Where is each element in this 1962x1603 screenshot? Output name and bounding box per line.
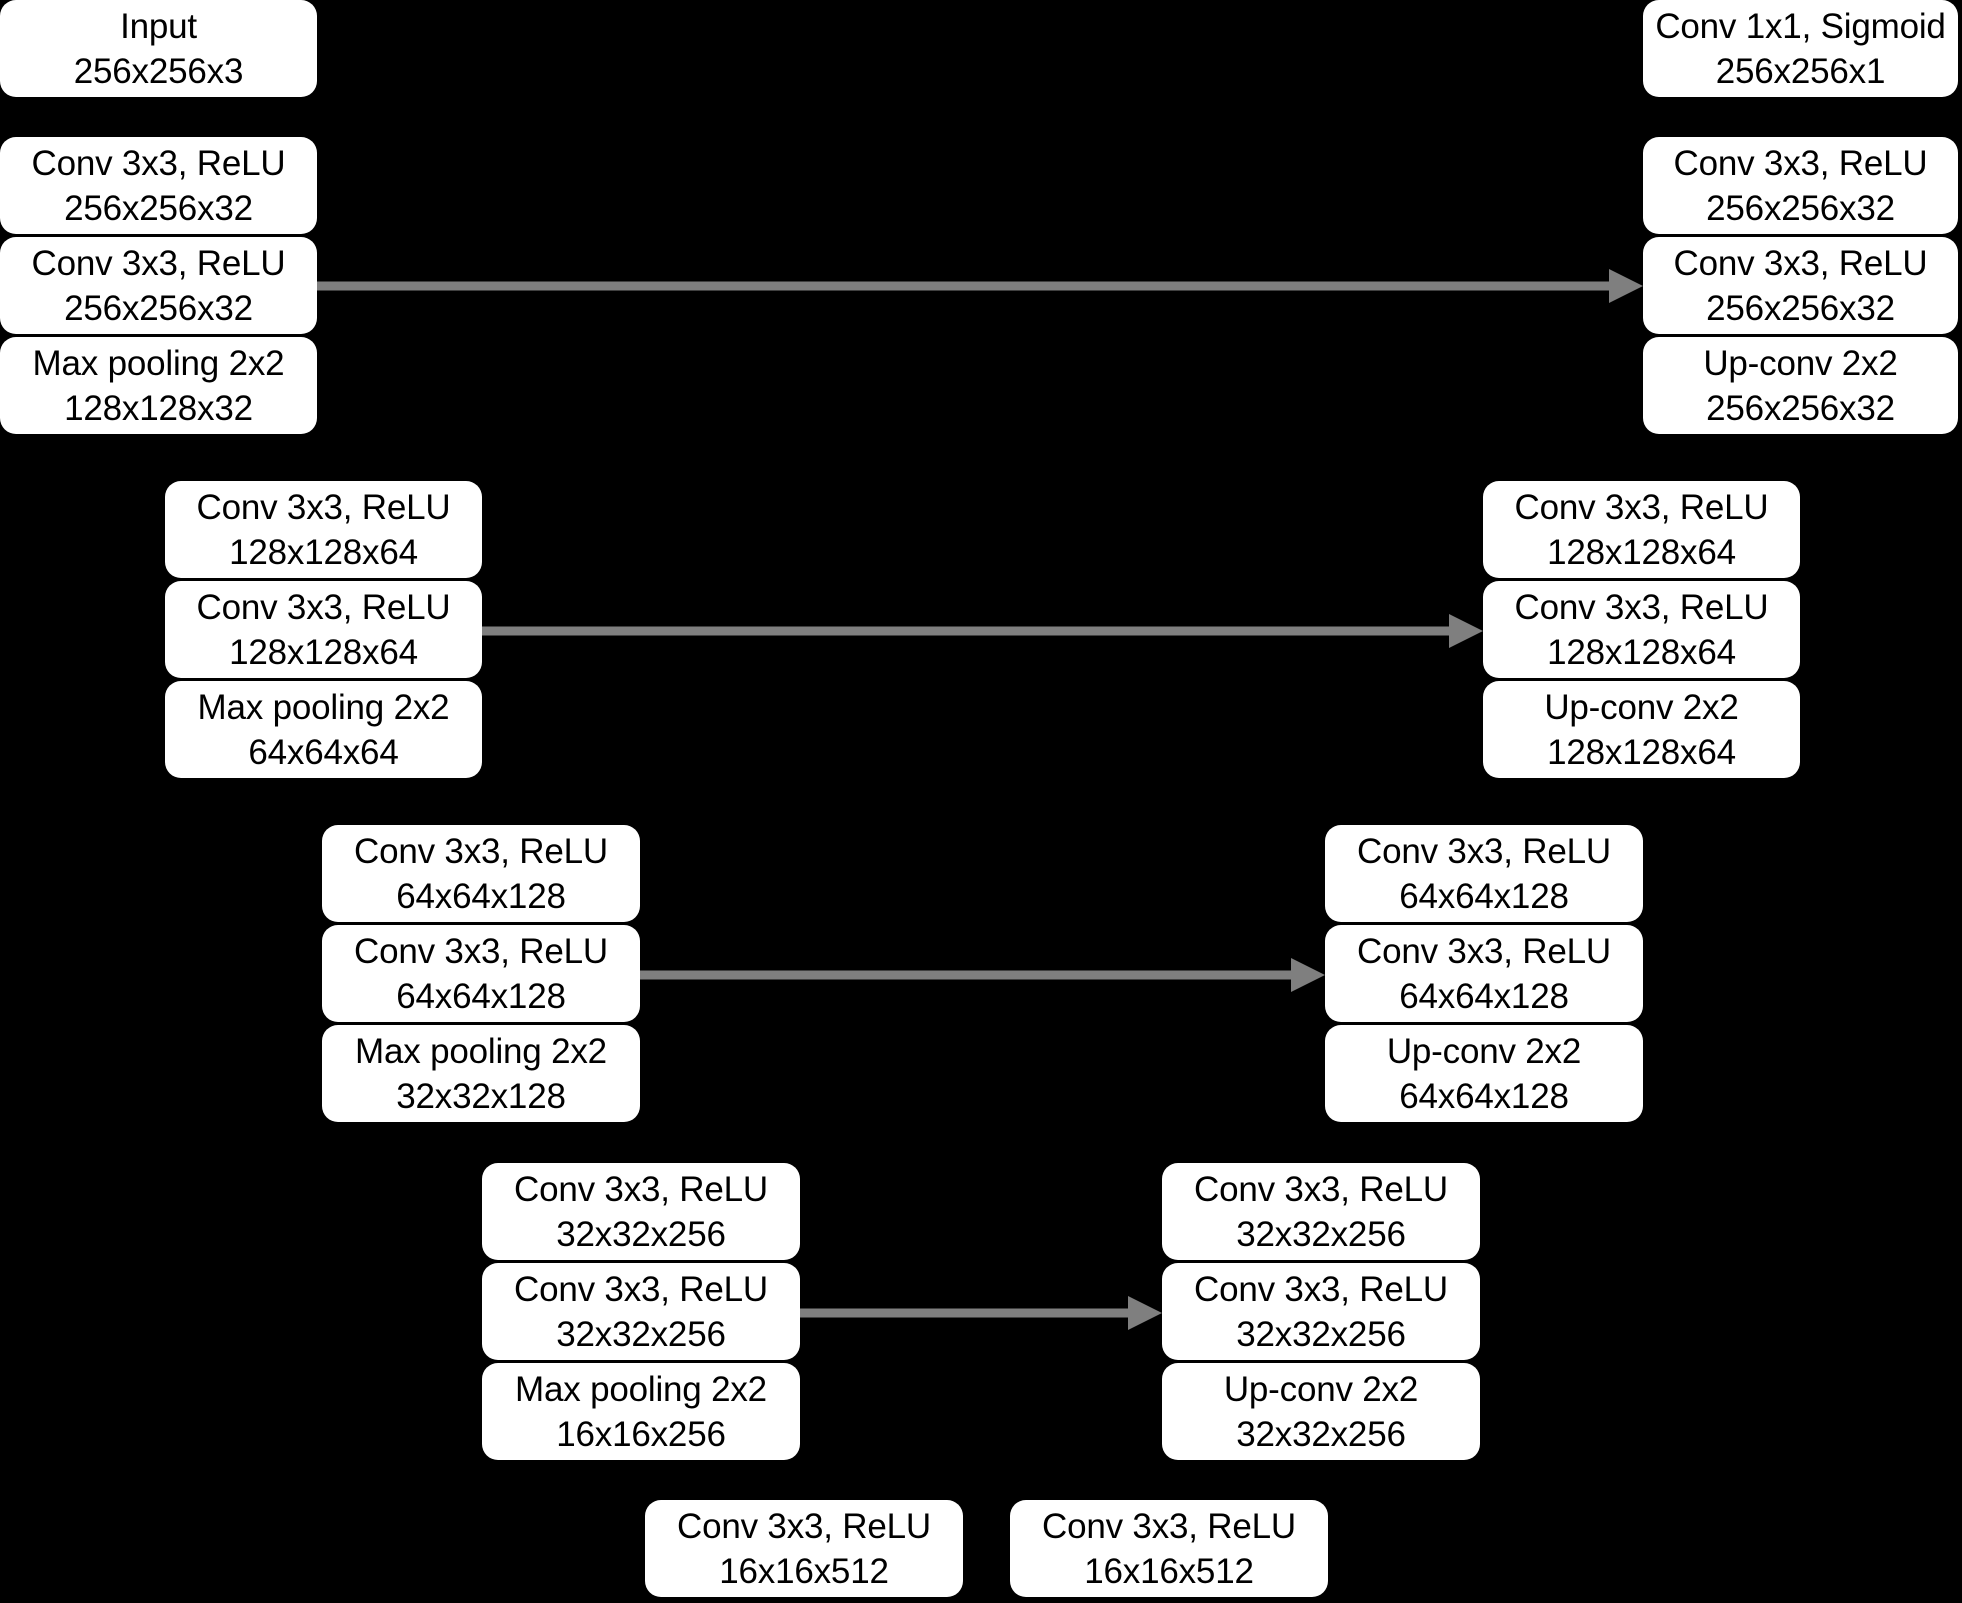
node-enc4-conv1[interactable]: Conv 3x3, ReLU 32x32x256 xyxy=(482,1163,800,1260)
node-dec1-conv2[interactable]: Conv 3x3, ReLU 256x256x32 xyxy=(1643,237,1958,334)
node-output-line2: 256x256x1 xyxy=(1715,51,1886,91)
node-dec4-upconv[interactable]: Up-conv 2x2 32x32x256 xyxy=(1162,1363,1480,1460)
node-enc2-conv2-line1: Conv 3x3, ReLU xyxy=(196,587,451,627)
node-enc2-maxpool-line2: 64x64x64 xyxy=(248,732,399,772)
node-dec1-upconv[interactable]: Up-conv 2x2 256x256x32 xyxy=(1643,337,1958,434)
node-input-line2: 256x256x3 xyxy=(73,51,244,91)
skip-arrow-shaft-level-4 xyxy=(800,1308,1128,1318)
node-output[interactable]: Conv 1x1, Sigmoid 256x256x1 xyxy=(1643,0,1958,97)
node-enc3-conv2-line2: 64x64x128 xyxy=(396,976,566,1016)
node-dec3-conv1-line2: 64x64x128 xyxy=(1399,876,1569,916)
node-dec1-conv1[interactable]: Conv 3x3, ReLU 256x256x32 xyxy=(1643,137,1958,234)
node-bottleneck-conv2[interactable]: Conv 3x3, ReLU 16x16x512 xyxy=(1010,1500,1328,1597)
skip-arrow-shaft-level-3 xyxy=(640,970,1291,980)
node-bottleneck-conv1[interactable]: Conv 3x3, ReLU 16x16x512 xyxy=(645,1500,963,1597)
node-input-line1: Input xyxy=(120,6,197,46)
node-dec3-conv2-line1: Conv 3x3, ReLU xyxy=(1357,931,1611,971)
skip-connection-arrow-level-3 xyxy=(640,957,1325,993)
node-dec4-upconv-line1: Up-conv 2x2 xyxy=(1223,1369,1419,1409)
node-dec2-conv1-line1: Conv 3x3, ReLU xyxy=(1514,487,1769,527)
node-bottleneck-conv1-line1: Conv 3x3, ReLU xyxy=(677,1506,931,1546)
skip-arrow-head-level-2 xyxy=(1449,614,1483,648)
node-enc4-conv2[interactable]: Conv 3x3, ReLU 32x32x256 xyxy=(482,1263,800,1360)
node-enc2-maxpool-line1: Max pooling 2x2 xyxy=(197,687,450,727)
skip-connection-arrow-level-1 xyxy=(317,268,1643,304)
node-enc2-conv1-line2: 128x128x64 xyxy=(229,532,418,572)
node-enc4-maxpool[interactable]: Max pooling 2x2 16x16x256 xyxy=(482,1363,800,1460)
node-bottleneck-conv2-line2: 16x16x512 xyxy=(1084,1551,1254,1591)
node-dec1-upconv-line1: Up-conv 2x2 xyxy=(1703,343,1898,383)
node-dec2-conv2-line2: 128x128x64 xyxy=(1547,632,1736,672)
node-dec2-conv2-line1: Conv 3x3, ReLU xyxy=(1514,587,1769,627)
node-enc1-maxpool[interactable]: Max pooling 2x2 128x128x32 xyxy=(0,337,317,434)
node-enc1-maxpool-line2: 128x128x32 xyxy=(64,388,253,428)
node-enc3-maxpool-line1: Max pooling 2x2 xyxy=(355,1031,607,1071)
node-enc4-conv2-line1: Conv 3x3, ReLU xyxy=(514,1269,768,1309)
node-enc2-conv2[interactable]: Conv 3x3, ReLU 128x128x64 xyxy=(165,581,482,678)
node-output-line1: Conv 1x1, Sigmoid xyxy=(1655,6,1946,46)
node-enc3-conv1-line1: Conv 3x3, ReLU xyxy=(354,831,608,871)
node-dec1-conv2-line2: 256x256x32 xyxy=(1706,288,1895,328)
node-enc4-maxpool-line2: 16x16x256 xyxy=(556,1414,726,1454)
node-dec4-conv1-line1: Conv 3x3, ReLU xyxy=(1194,1169,1448,1209)
node-enc2-conv2-line2: 128x128x64 xyxy=(229,632,418,672)
node-dec4-conv1[interactable]: Conv 3x3, ReLU 32x32x256 xyxy=(1162,1163,1480,1260)
skip-connection-arrow-level-2 xyxy=(482,613,1483,649)
skip-arrow-shaft-level-2 xyxy=(482,626,1449,636)
node-enc1-conv1[interactable]: Conv 3x3, ReLU 256x256x32 xyxy=(0,137,317,234)
node-dec1-conv1-line2: 256x256x32 xyxy=(1706,188,1895,228)
node-enc1-conv2-line1: Conv 3x3, ReLU xyxy=(31,243,286,283)
node-dec2-upconv-line1: Up-conv 2x2 xyxy=(1544,687,1739,727)
node-dec4-conv2-line1: Conv 3x3, ReLU xyxy=(1194,1269,1448,1309)
skip-arrow-head-level-3 xyxy=(1291,958,1325,992)
node-dec3-conv1[interactable]: Conv 3x3, ReLU 64x64x128 xyxy=(1325,825,1643,922)
node-dec2-upconv-line2: 128x128x64 xyxy=(1547,732,1736,772)
node-input[interactable]: Input 256x256x3 xyxy=(0,0,317,97)
node-enc3-conv2-line1: Conv 3x3, ReLU xyxy=(354,931,608,971)
node-enc2-maxpool[interactable]: Max pooling 2x2 64x64x64 xyxy=(165,681,482,778)
node-dec1-upconv-line2: 256x256x32 xyxy=(1706,388,1895,428)
node-dec2-conv1[interactable]: Conv 3x3, ReLU 128x128x64 xyxy=(1483,481,1800,578)
node-enc4-conv1-line1: Conv 3x3, ReLU xyxy=(514,1169,768,1209)
node-dec2-conv1-line2: 128x128x64 xyxy=(1547,532,1736,572)
node-dec2-upconv[interactable]: Up-conv 2x2 128x128x64 xyxy=(1483,681,1800,778)
node-enc1-conv2[interactable]: Conv 3x3, ReLU 256x256x32 xyxy=(0,237,317,334)
node-enc1-maxpool-line1: Max pooling 2x2 xyxy=(32,343,285,383)
node-enc3-conv1-line2: 64x64x128 xyxy=(396,876,566,916)
node-dec3-upconv-line1: Up-conv 2x2 xyxy=(1386,1031,1582,1071)
node-enc4-conv1-line2: 32x32x256 xyxy=(556,1214,726,1254)
node-dec3-upconv-line2: 64x64x128 xyxy=(1399,1076,1569,1116)
skip-arrow-head-level-4 xyxy=(1128,1296,1162,1330)
node-dec4-conv2[interactable]: Conv 3x3, ReLU 32x32x256 xyxy=(1162,1263,1480,1360)
node-enc1-conv1-line1: Conv 3x3, ReLU xyxy=(31,143,286,183)
skip-connection-arrow-level-4 xyxy=(800,1295,1162,1331)
node-enc2-conv1-line1: Conv 3x3, ReLU xyxy=(196,487,451,527)
node-enc3-maxpool[interactable]: Max pooling 2x2 32x32x128 xyxy=(322,1025,640,1122)
node-dec3-upconv[interactable]: Up-conv 2x2 64x64x128 xyxy=(1325,1025,1643,1122)
node-dec1-conv1-line1: Conv 3x3, ReLU xyxy=(1673,143,1928,183)
node-enc3-conv2[interactable]: Conv 3x3, ReLU 64x64x128 xyxy=(322,925,640,1022)
node-enc2-conv1[interactable]: Conv 3x3, ReLU 128x128x64 xyxy=(165,481,482,578)
node-enc3-maxpool-line2: 32x32x128 xyxy=(396,1076,566,1116)
node-dec4-conv2-line2: 32x32x256 xyxy=(1236,1314,1406,1354)
node-enc4-conv2-line2: 32x32x256 xyxy=(556,1314,726,1354)
node-enc3-conv1[interactable]: Conv 3x3, ReLU 64x64x128 xyxy=(322,825,640,922)
node-bottleneck-conv2-line1: Conv 3x3, ReLU xyxy=(1042,1506,1296,1546)
skip-arrow-shaft-level-1 xyxy=(317,281,1609,291)
node-dec1-conv2-line1: Conv 3x3, ReLU xyxy=(1673,243,1928,283)
node-dec2-conv2[interactable]: Conv 3x3, ReLU 128x128x64 xyxy=(1483,581,1800,678)
node-dec3-conv2[interactable]: Conv 3x3, ReLU 64x64x128 xyxy=(1325,925,1643,1022)
node-enc1-conv1-line2: 256x256x32 xyxy=(64,188,253,228)
node-enc4-maxpool-line1: Max pooling 2x2 xyxy=(515,1369,767,1409)
skip-arrow-head-level-1 xyxy=(1609,269,1643,303)
node-bottleneck-conv1-line2: 16x16x512 xyxy=(719,1551,889,1591)
node-enc1-conv2-line2: 256x256x32 xyxy=(64,288,253,328)
node-dec3-conv1-line1: Conv 3x3, ReLU xyxy=(1357,831,1611,871)
node-dec4-conv1-line2: 32x32x256 xyxy=(1236,1214,1406,1254)
node-dec4-upconv-line2: 32x32x256 xyxy=(1236,1414,1406,1454)
node-dec3-conv2-line2: 64x64x128 xyxy=(1399,976,1569,1016)
